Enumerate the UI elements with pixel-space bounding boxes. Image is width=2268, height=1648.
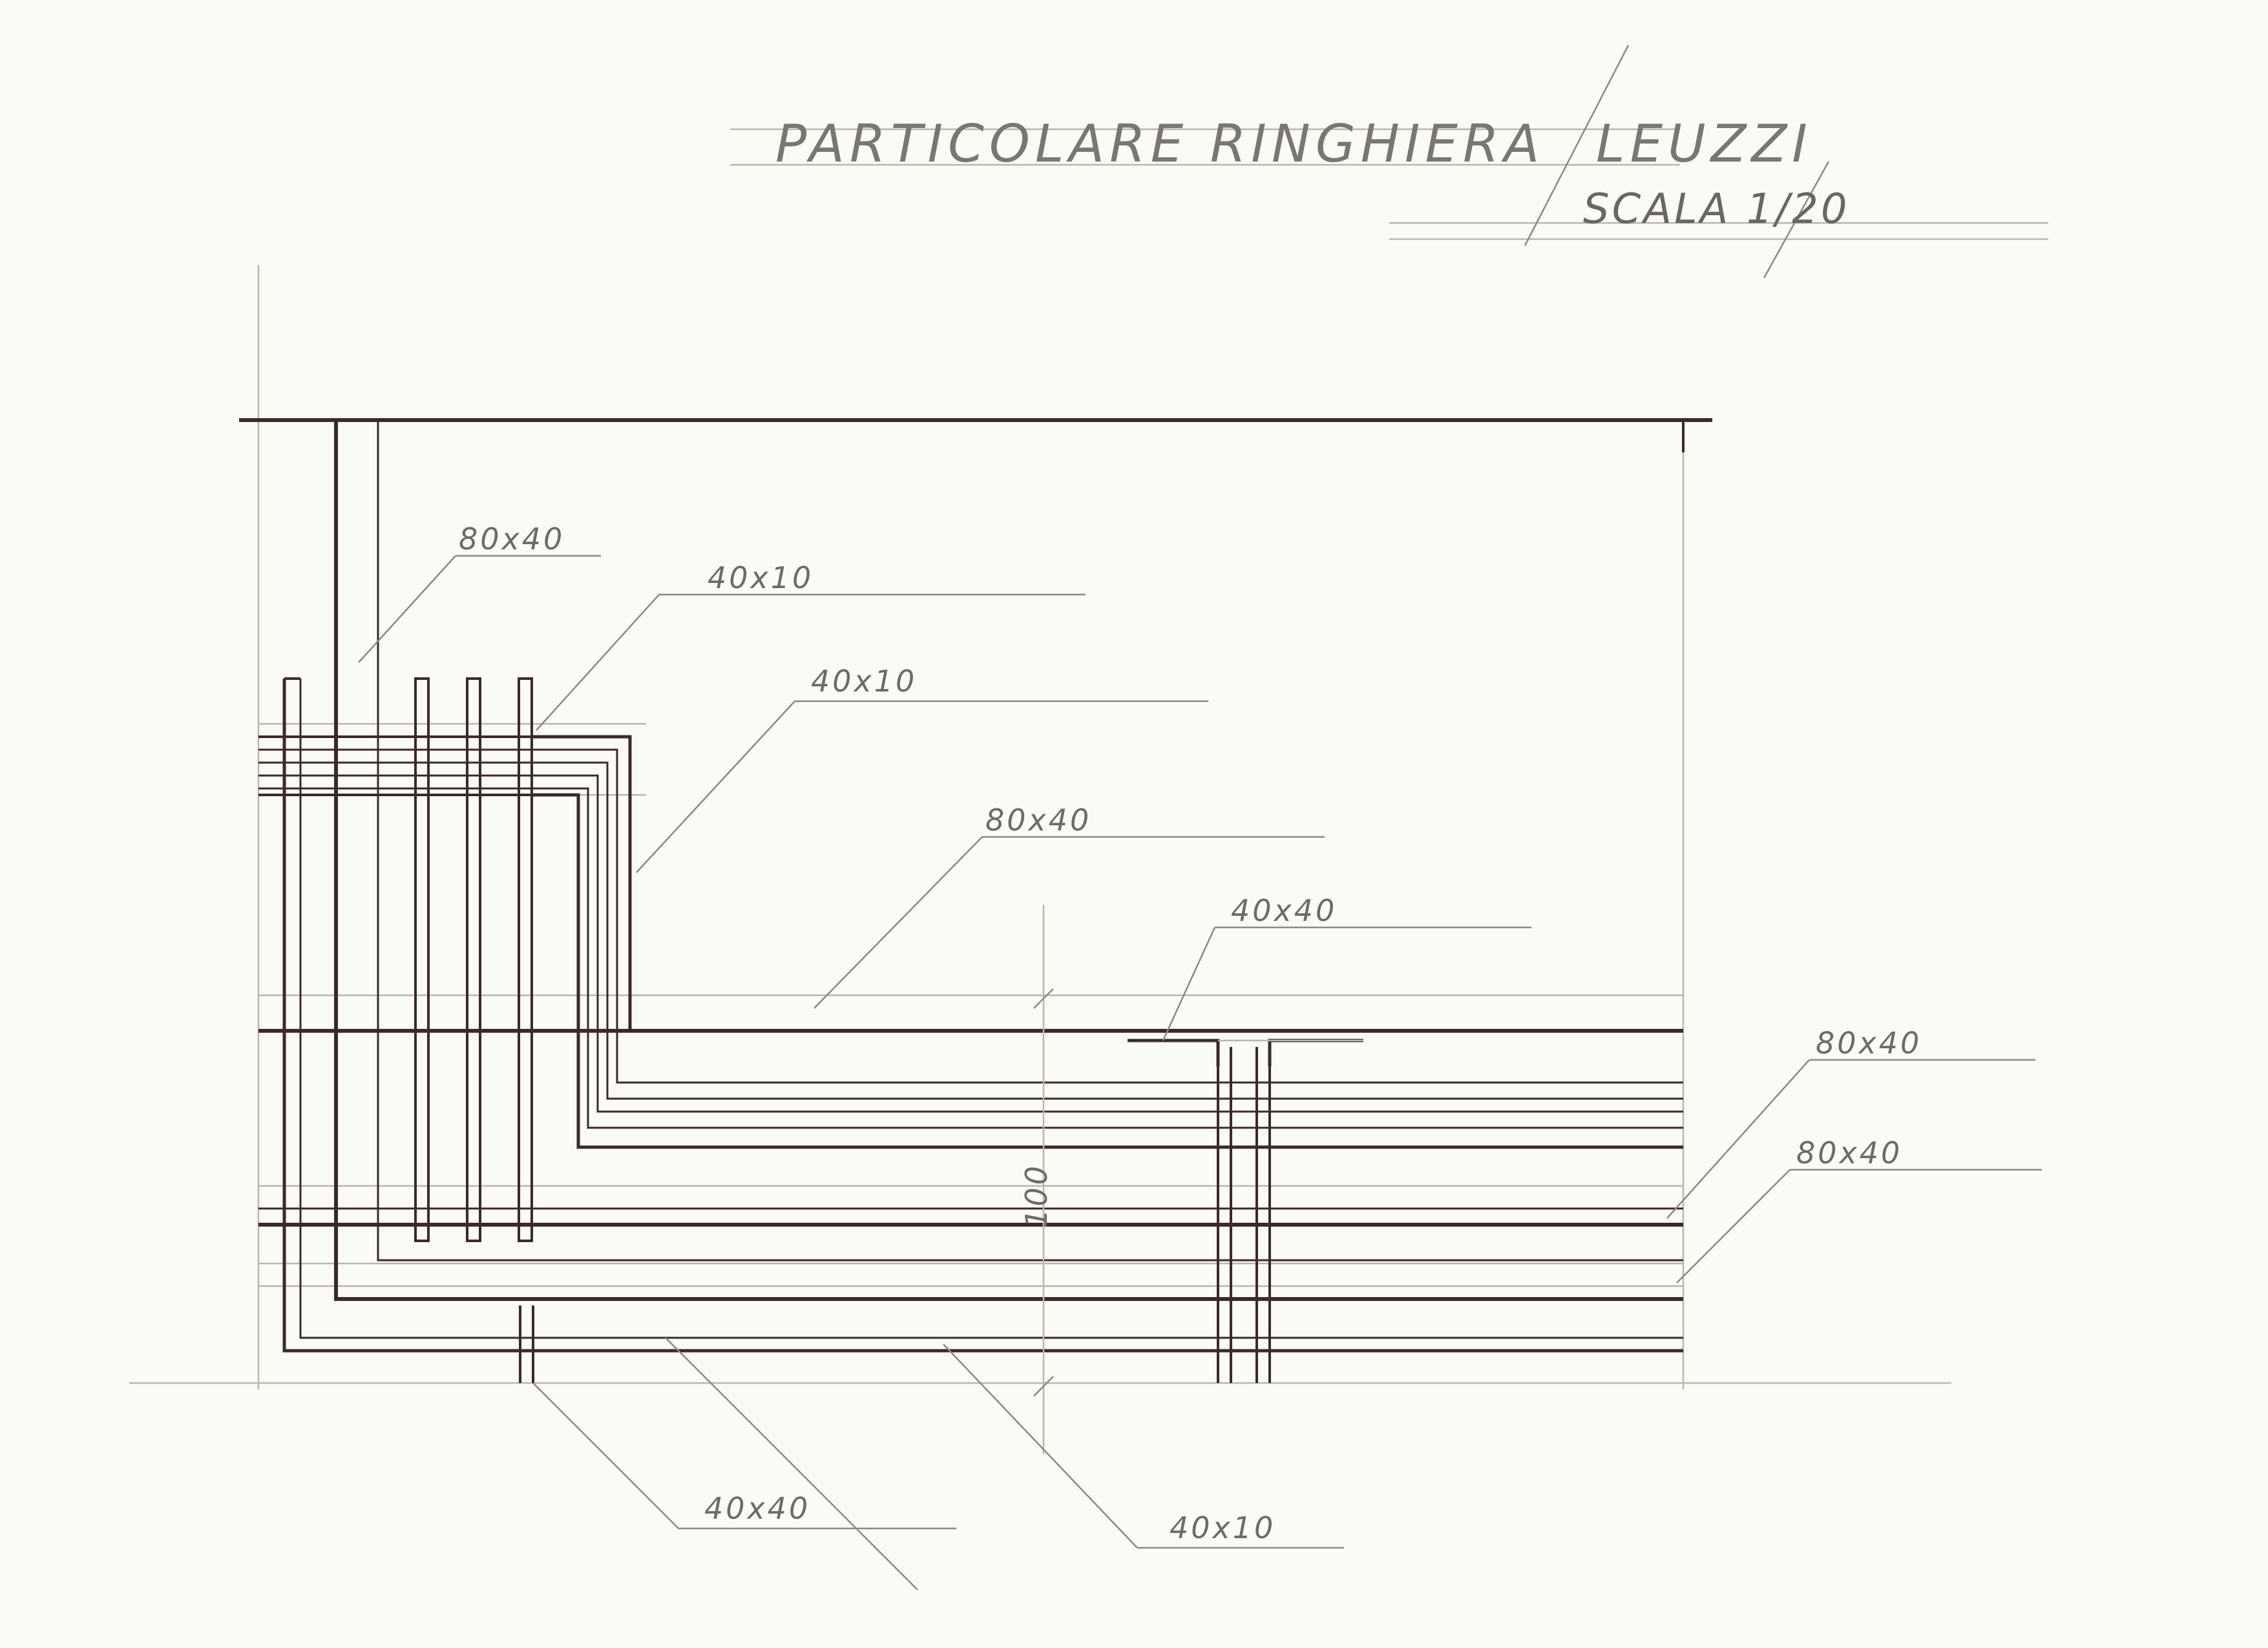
label-40x40-bottom: 40x40 [704, 1491, 810, 1526]
dimension-100: 100 [1019, 1163, 1054, 1228]
drawing-scale: SCALA 1/20 [1583, 185, 1850, 233]
label-80x40-right-lower: 80x40 [1796, 1136, 1902, 1170]
label-40x10-upper: 40x10 [708, 560, 814, 595]
title-block: PARTICOLARE RINGHIERA LEUZZI SCALA 1/20 [730, 45, 2048, 279]
label-40x10-middle: 40x10 [811, 664, 917, 699]
label-80x40-mid: 80x40 [985, 803, 1091, 838]
label-80x40-top: 80x40 [459, 522, 565, 556]
drawing-title: PARTICOLARE RINGHIERA [775, 114, 1544, 174]
railing-structure [239, 418, 1712, 1383]
label-80x40-right-upper: 80x40 [1816, 1026, 1922, 1061]
author-name: LEUZZI [1596, 114, 1812, 174]
height-dimension: 100 [1019, 905, 1054, 1454]
section-labels: 80x40 40x10 40x10 80x40 40x40 80x40 80x4… [358, 522, 2042, 1590]
label-40x10-bottom: 40x10 [1170, 1510, 1276, 1545]
label-40x40-tpost: 40x40 [1231, 893, 1337, 928]
